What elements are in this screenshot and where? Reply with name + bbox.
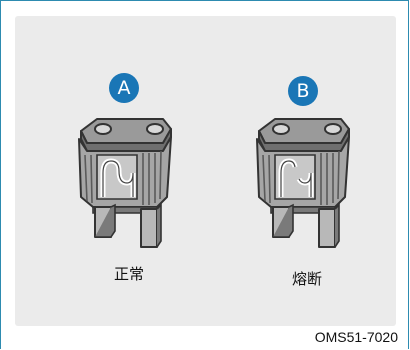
- fuse-blown-icon: [256, 118, 350, 248]
- fuse-normal-icon: [78, 118, 172, 248]
- badge-b: B: [288, 76, 318, 106]
- fuse-blown: [241, 109, 381, 259]
- caption-blown: 熔断: [291, 270, 322, 288]
- badge-a: A: [109, 73, 139, 103]
- figure-code: OMS51-7020: [314, 329, 398, 345]
- caption-normal: 正常: [113, 265, 144, 283]
- fuse-normal: [63, 109, 203, 259]
